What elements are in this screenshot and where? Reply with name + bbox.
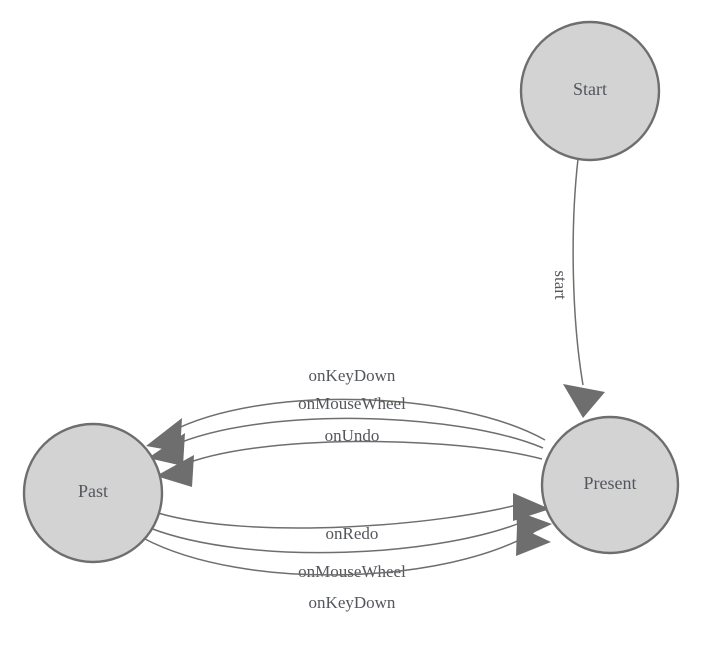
edge-label-present-past-onmousewheel: onMouseWheel [298, 394, 406, 413]
edge-present-to-past-onundo-arrowhead [156, 455, 194, 487]
edge-start-to-present[interactable]: start [551, 158, 605, 418]
edge-label-present-past-onkeydown: onKeyDown [309, 366, 396, 385]
edge-label-past-present-onkeydown: onKeyDown [309, 593, 396, 612]
edge-present-to-past-onkeydown-path [169, 398, 546, 441]
edge-present-to-past-onundo-path [179, 440, 543, 467]
node-start[interactable]: Start [519, 20, 661, 162]
edge-present-to-past-onmousewheel[interactable]: onMouseWheel [148, 394, 544, 466]
node-start-circle [519, 20, 661, 162]
edge-past-to-present-onredo[interactable]: onRedo [157, 493, 550, 543]
edge-start-to-present-path [572, 158, 584, 386]
edge-past-to-present-onmousewheel[interactable]: onMouseWheel [149, 511, 552, 581]
node-present[interactable]: Present [540, 415, 680, 555]
edge-start-to-present-arrowhead [563, 384, 605, 418]
node-past[interactable]: Past [22, 422, 164, 564]
node-present-circle [540, 415, 680, 555]
edge-past-to-present-onmousewheel-path [149, 517, 533, 554]
edge-past-to-present-onredo-path [157, 501, 529, 529]
edge-present-to-past-onkeydown[interactable]: onKeyDown [146, 366, 546, 452]
edge-present-to-past-onmousewheel-arrowhead [148, 433, 185, 466]
edge-past-to-present-onkeydown-path [142, 531, 535, 576]
node-past-circle [22, 422, 164, 564]
edge-past-to-present-onkeydown[interactable]: onKeyDown [142, 526, 551, 612]
edge-present-to-past-onundo[interactable]: onUndo [156, 426, 543, 487]
edge-past-to-present-onkeydown-arrowhead [516, 526, 551, 556]
edge-present-to-past-onmousewheel-path [171, 417, 544, 449]
edge-label-start: start [551, 270, 570, 300]
